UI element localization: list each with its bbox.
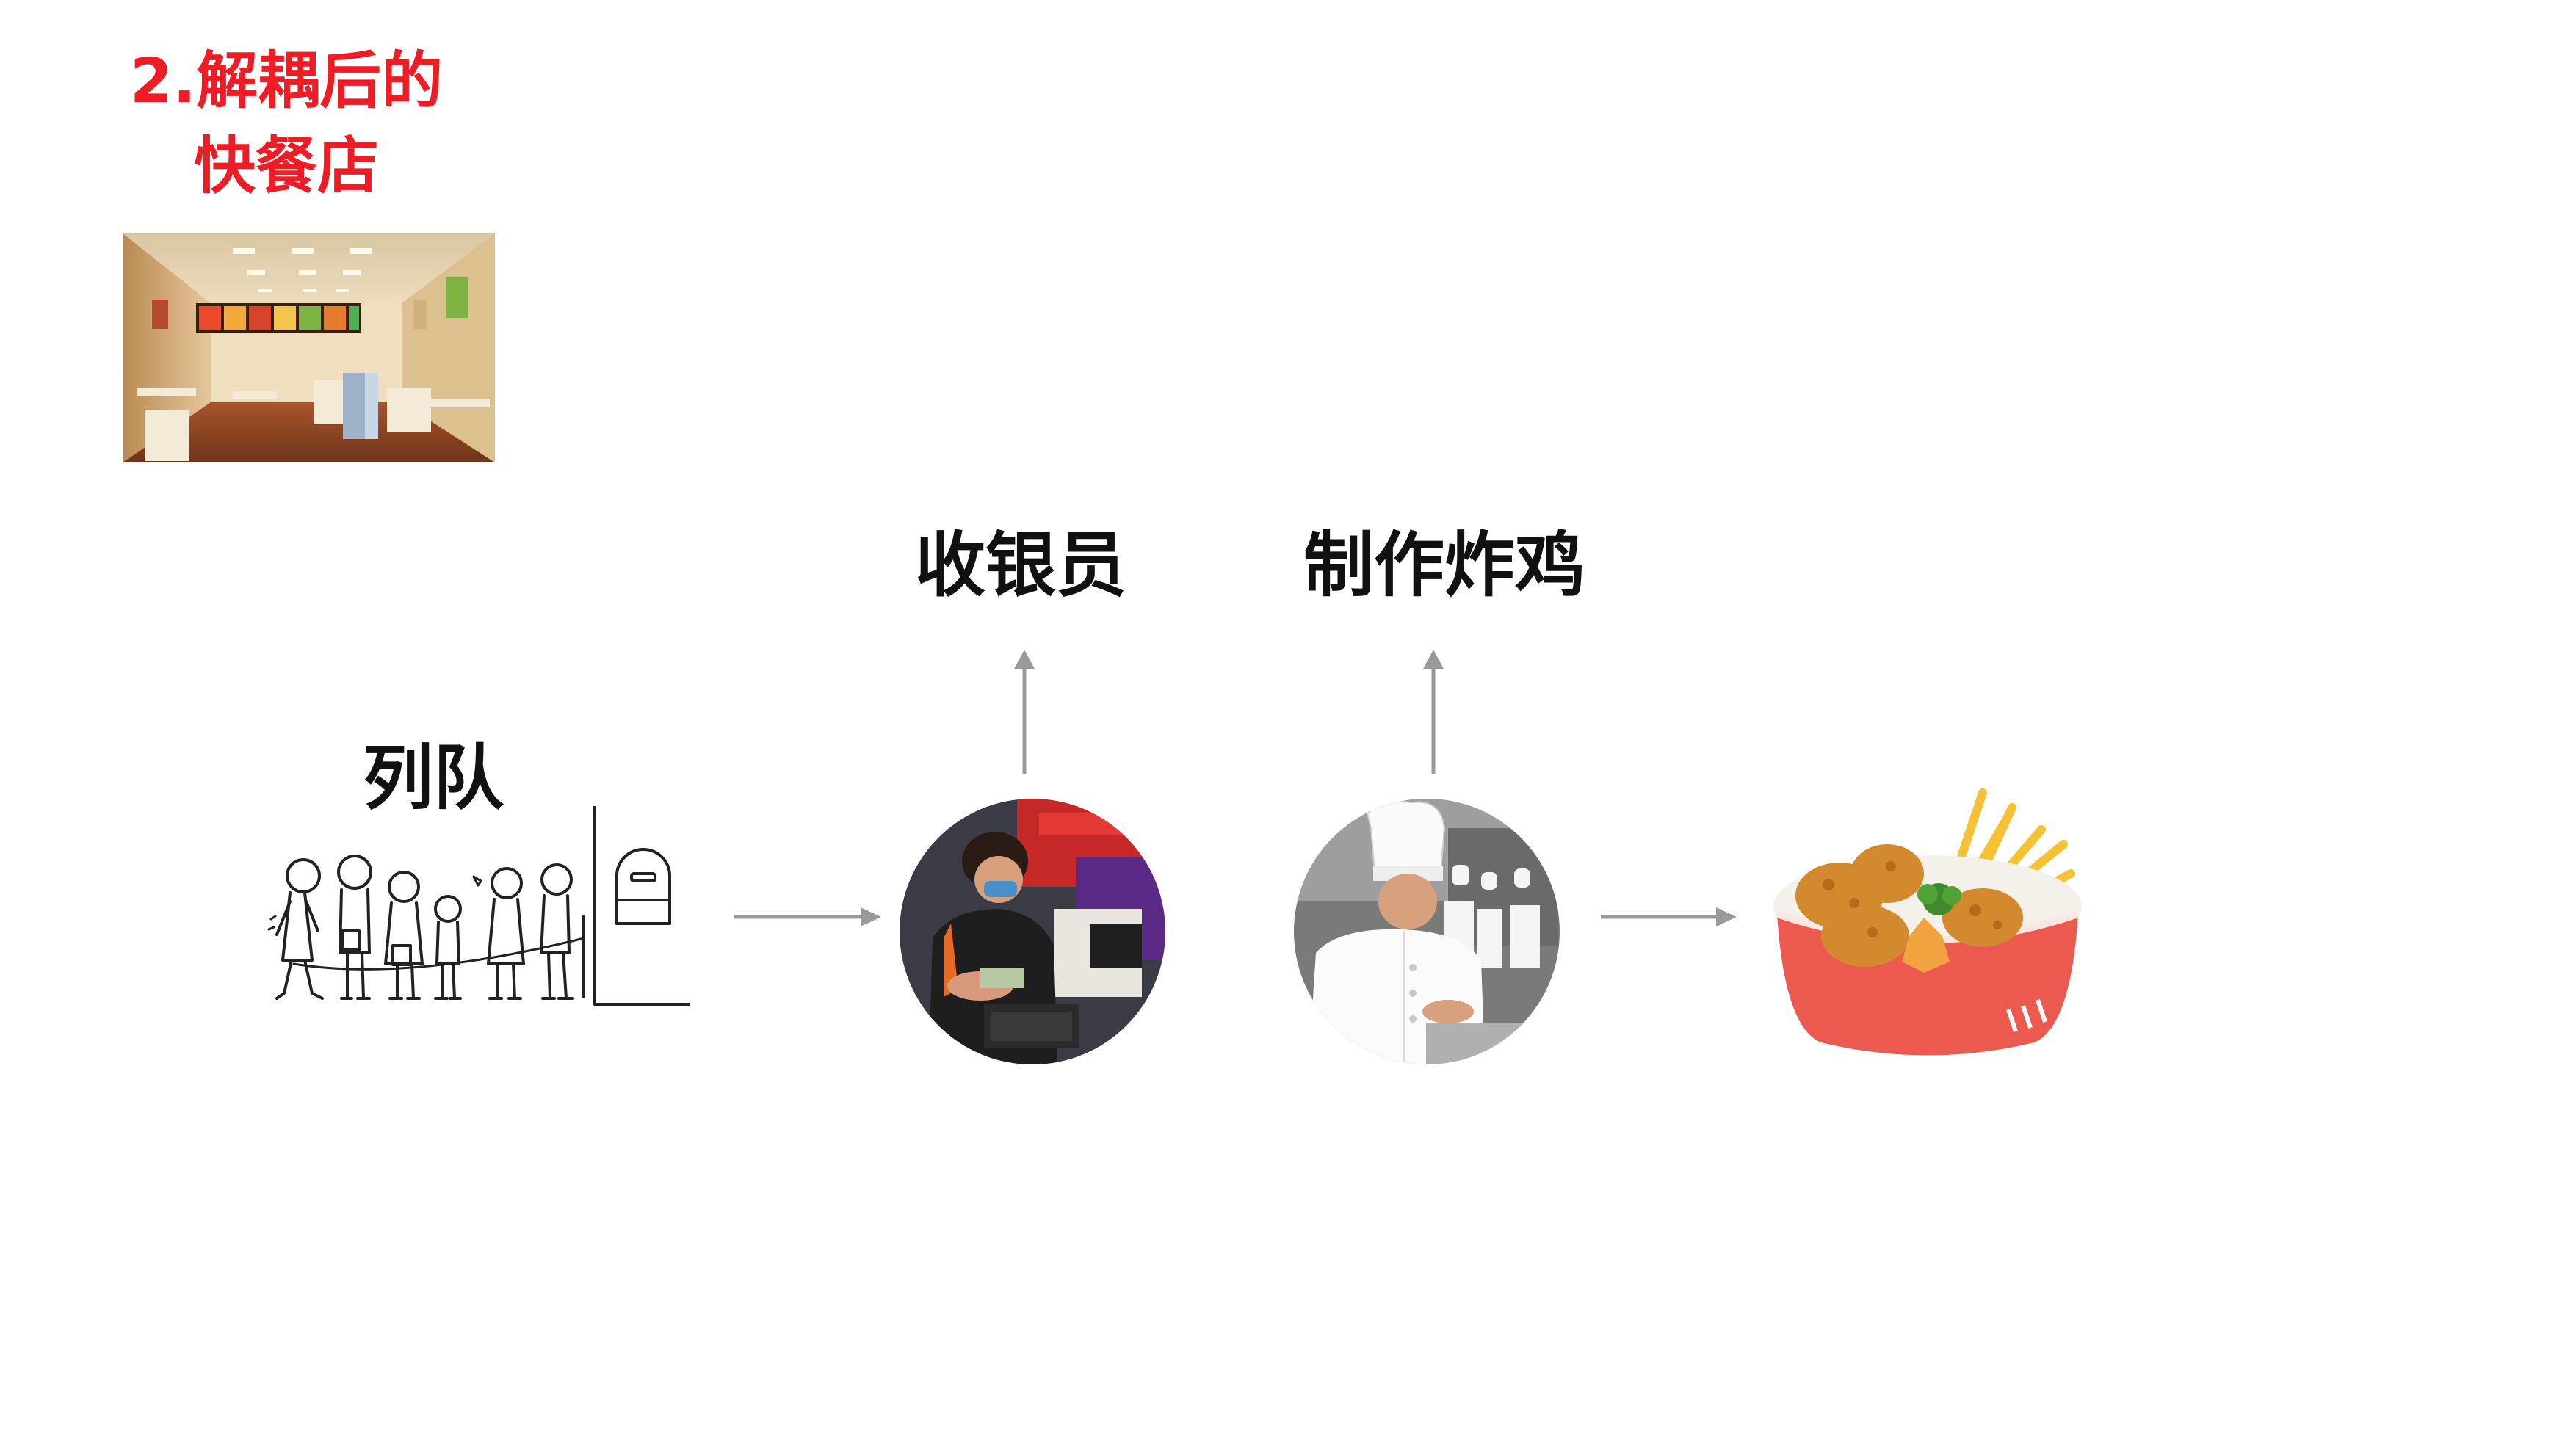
cashier-label: 收银员 [915,524,1126,606]
title-line-1: 2.解耦后的 [129,45,444,117]
fried-chicken-bowl-image [1762,778,2093,1068]
chef-label: 制作炸鸡 [1303,524,1585,606]
cashier-image [900,799,1165,1064]
slide-title: 2.解耦后的 快餐店 [110,38,463,208]
queue-label: 列队 [363,737,504,819]
chef-up-arrow [1423,650,1444,774]
restaurant-interior-image [123,233,495,462]
queue-sketch-image [261,805,692,1013]
queue-to-cashier-arrow [734,907,881,926]
chef-image [1294,799,1560,1064]
cashier-up-arrow [1014,650,1035,774]
title-line-2: 快餐店 [193,130,379,202]
chef-to-food-arrow [1601,907,1737,926]
